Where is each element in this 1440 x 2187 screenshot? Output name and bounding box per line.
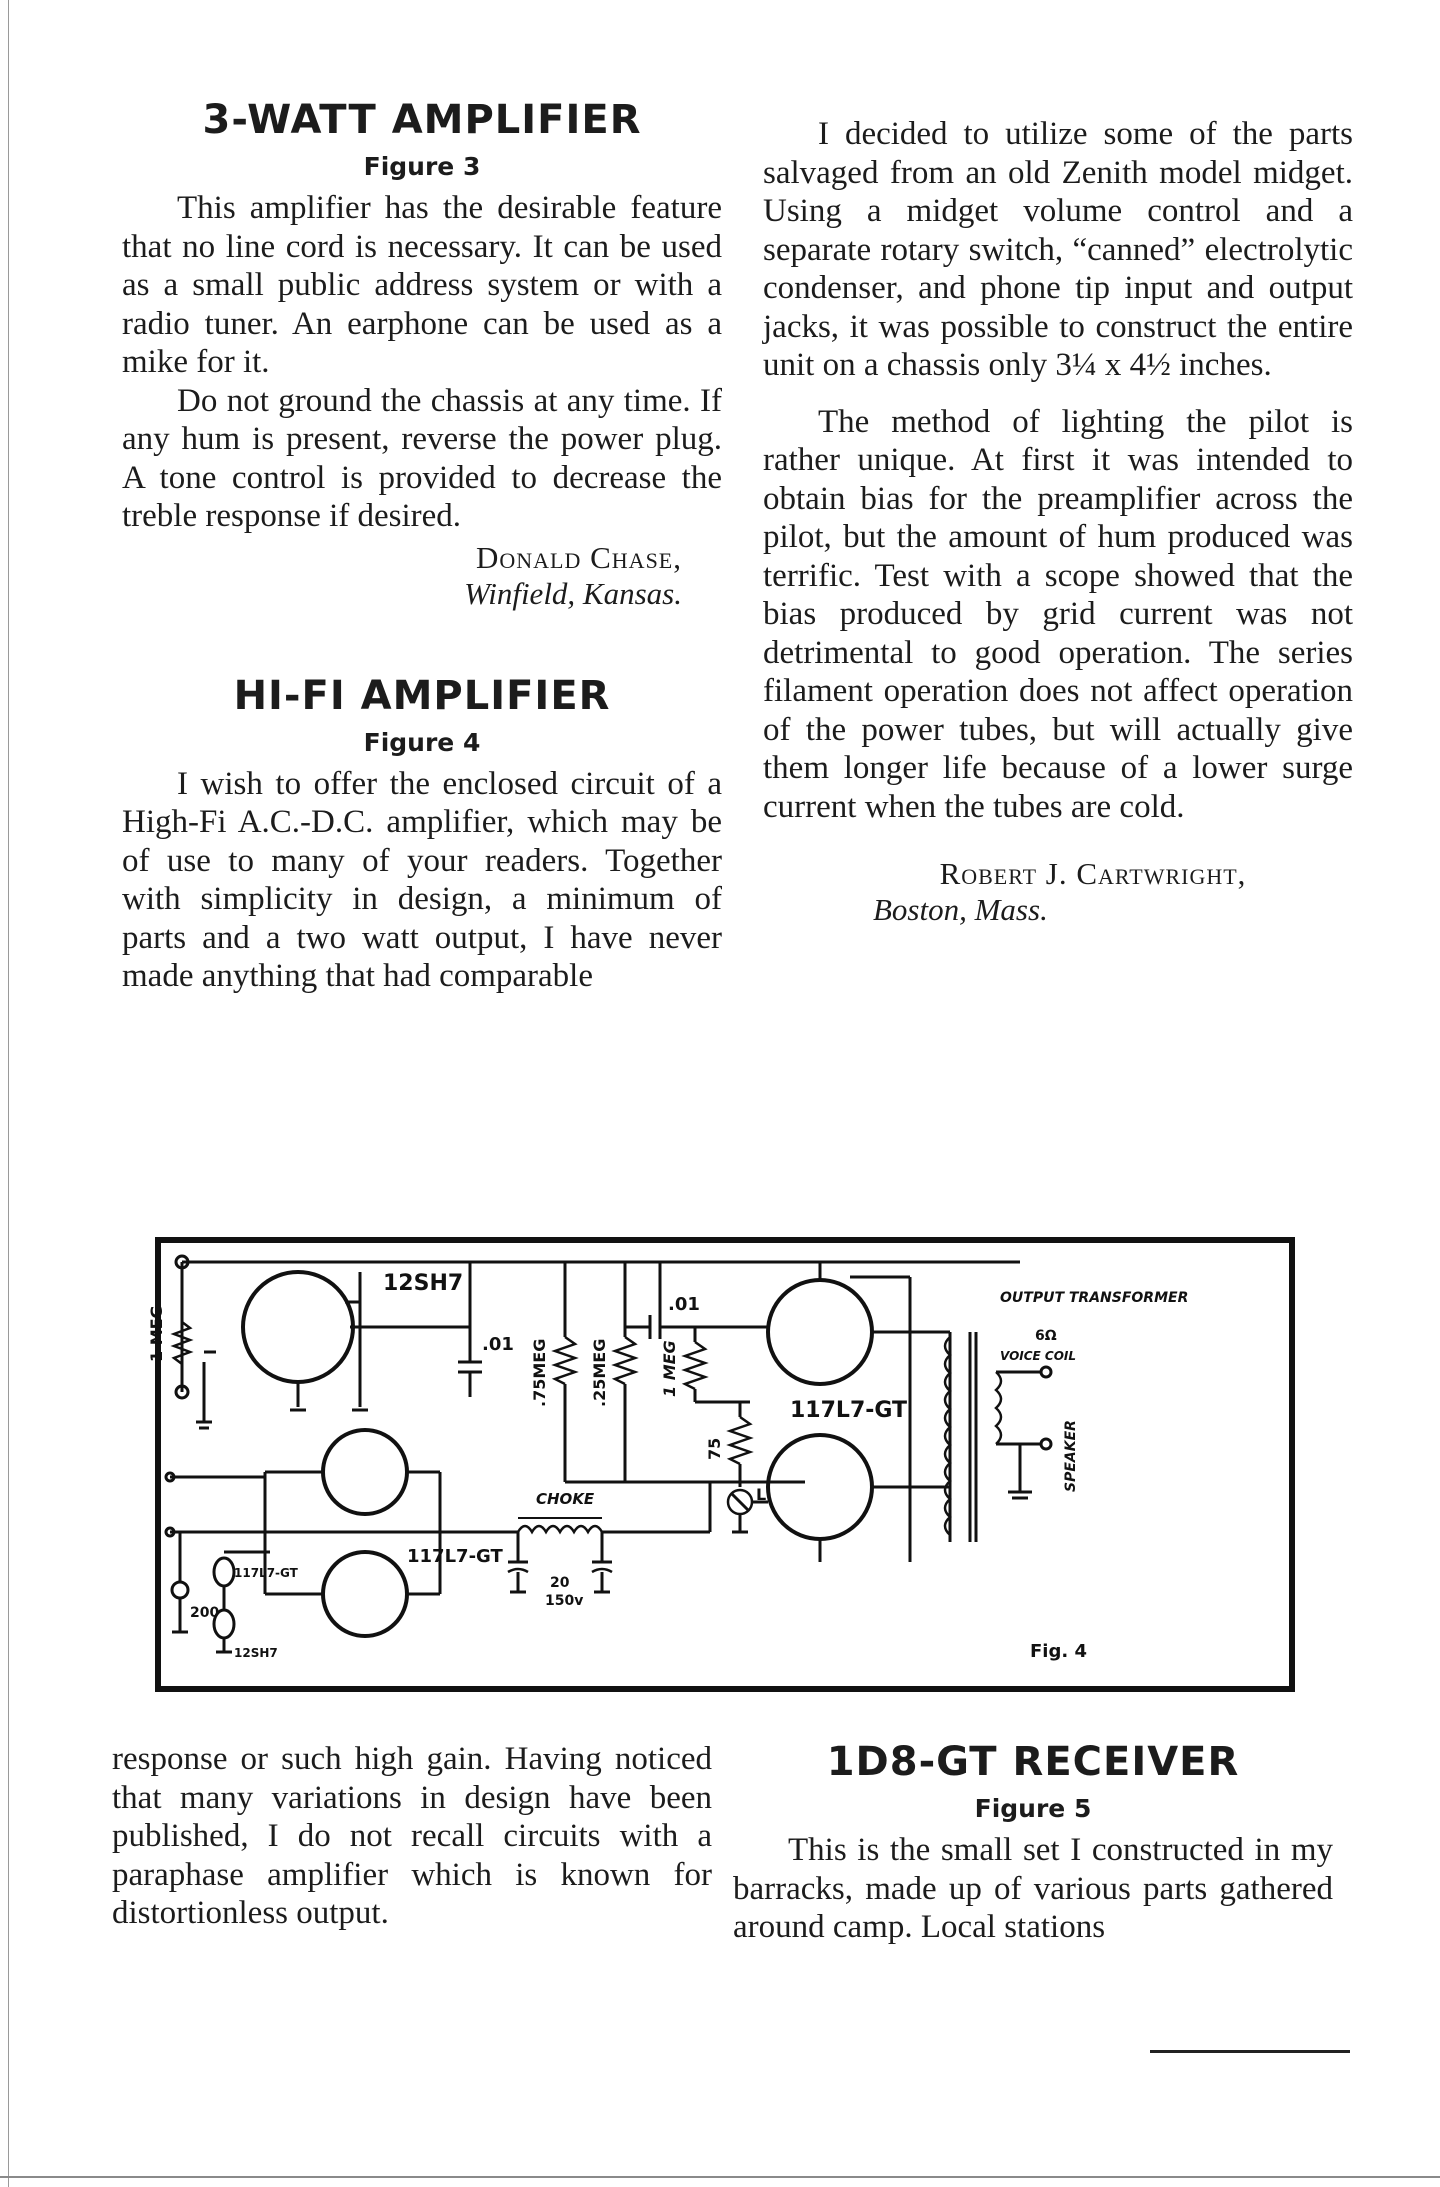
paragraph-3watt-ground: Do not ground the chassis at any time. I… [122,382,722,535]
label-75meg: .75MEG [530,1339,549,1407]
label-voice-coil: VOICE COIL [1000,1349,1076,1363]
paragraph-hifi-continued: response or such high gain. Having notic… [112,1741,712,1931]
heading-1d8-gt-receiver: 1D8-GT RECEIVER [826,1739,1240,1785]
label-150v: 150v [545,1593,583,1609]
label-output-transformer: OUTPUT TRANSFORMER [1000,1290,1188,1306]
label-heater-12sh7: 12SH7 [234,1646,278,1660]
label-75-ohm: 75 [705,1438,724,1460]
label-heater-117l7: 117L7-GT [234,1566,299,1580]
page-bottom-edge [0,2176,1440,2178]
label-cap-20: 20 [550,1575,570,1591]
left-column-top: 3-WATT AMPLIFIER Figure 3 This amplifier… [122,98,722,996]
label-117l7-rectifier: 117L7-GT [407,1546,503,1567]
figure-4-label: Figure 4 [363,727,481,757]
left-column-bottom: response or such high gain. Having notic… [112,1740,712,1933]
paragraph-receiver-intro: This is the small set I constructed in m… [733,1832,1333,1945]
author-name-cartwright: Robert J. Cartwright, [939,856,1247,891]
heading-hi-fi-amplifier: HI-FI AMPLIFIER [233,672,611,719]
paragraph-hifi-intro: I wish to offer the enclosed circuit of … [122,765,722,995]
label-200-ohm: 200 [190,1605,219,1621]
label-pilot-l: L [756,1485,766,1504]
label-25meg: .25MEG [590,1339,609,1407]
label-6-ohm: 6Ω [1035,1328,1057,1344]
paragraph-3watt-intro: This amplifier has the desirable feature… [122,190,722,380]
label-1meg: 1 MEG [660,1340,679,1397]
right-column-top: I decided to utilize some of the parts s… [763,115,1353,928]
author-place-boston: Boston, Mass. [873,892,1048,927]
label-1meg-input: 1 MEG [150,1305,166,1362]
label-speaker: SPEAKER [1063,1420,1079,1492]
figure-3-label: Figure 3 [363,152,481,181]
label-cap-01a: .01 [482,1334,514,1355]
heading-3-watt-amplifier: 3-WATT AMPLIFIER [202,97,642,143]
author-place-winfield: Winfield, Kansas. [464,575,682,611]
label-choke: CHOKE [536,1490,595,1508]
column-end-rule [1150,2050,1350,2053]
label-12sh7: 12SH7 [383,1271,463,1296]
page-edge-line [8,0,9,2187]
author-name-chase: Donald Chase, [475,539,682,575]
figure-4-caption: Fig. 4 [1030,1641,1087,1662]
right-column-bottom: 1D8-GT RECEIVER Figure 5 This is the sma… [733,1740,1333,1947]
label-117l7-power: 117L7-GT [790,1398,907,1423]
paragraph-pilot-method: The method of lighting the pilot is rath… [763,403,1353,825]
label-cap-01b: .01 [668,1294,700,1315]
schematic-frame [155,1237,1295,1692]
figure-5-label: Figure 5 [974,1794,1092,1823]
paragraph-zenith-parts: I decided to utilize some of the parts s… [763,116,1353,383]
hifi-amplifier-schematic: 12SH7 .01 .01 1 MEG .75MEG .25MEG 1 MEG … [150,1237,1295,1692]
